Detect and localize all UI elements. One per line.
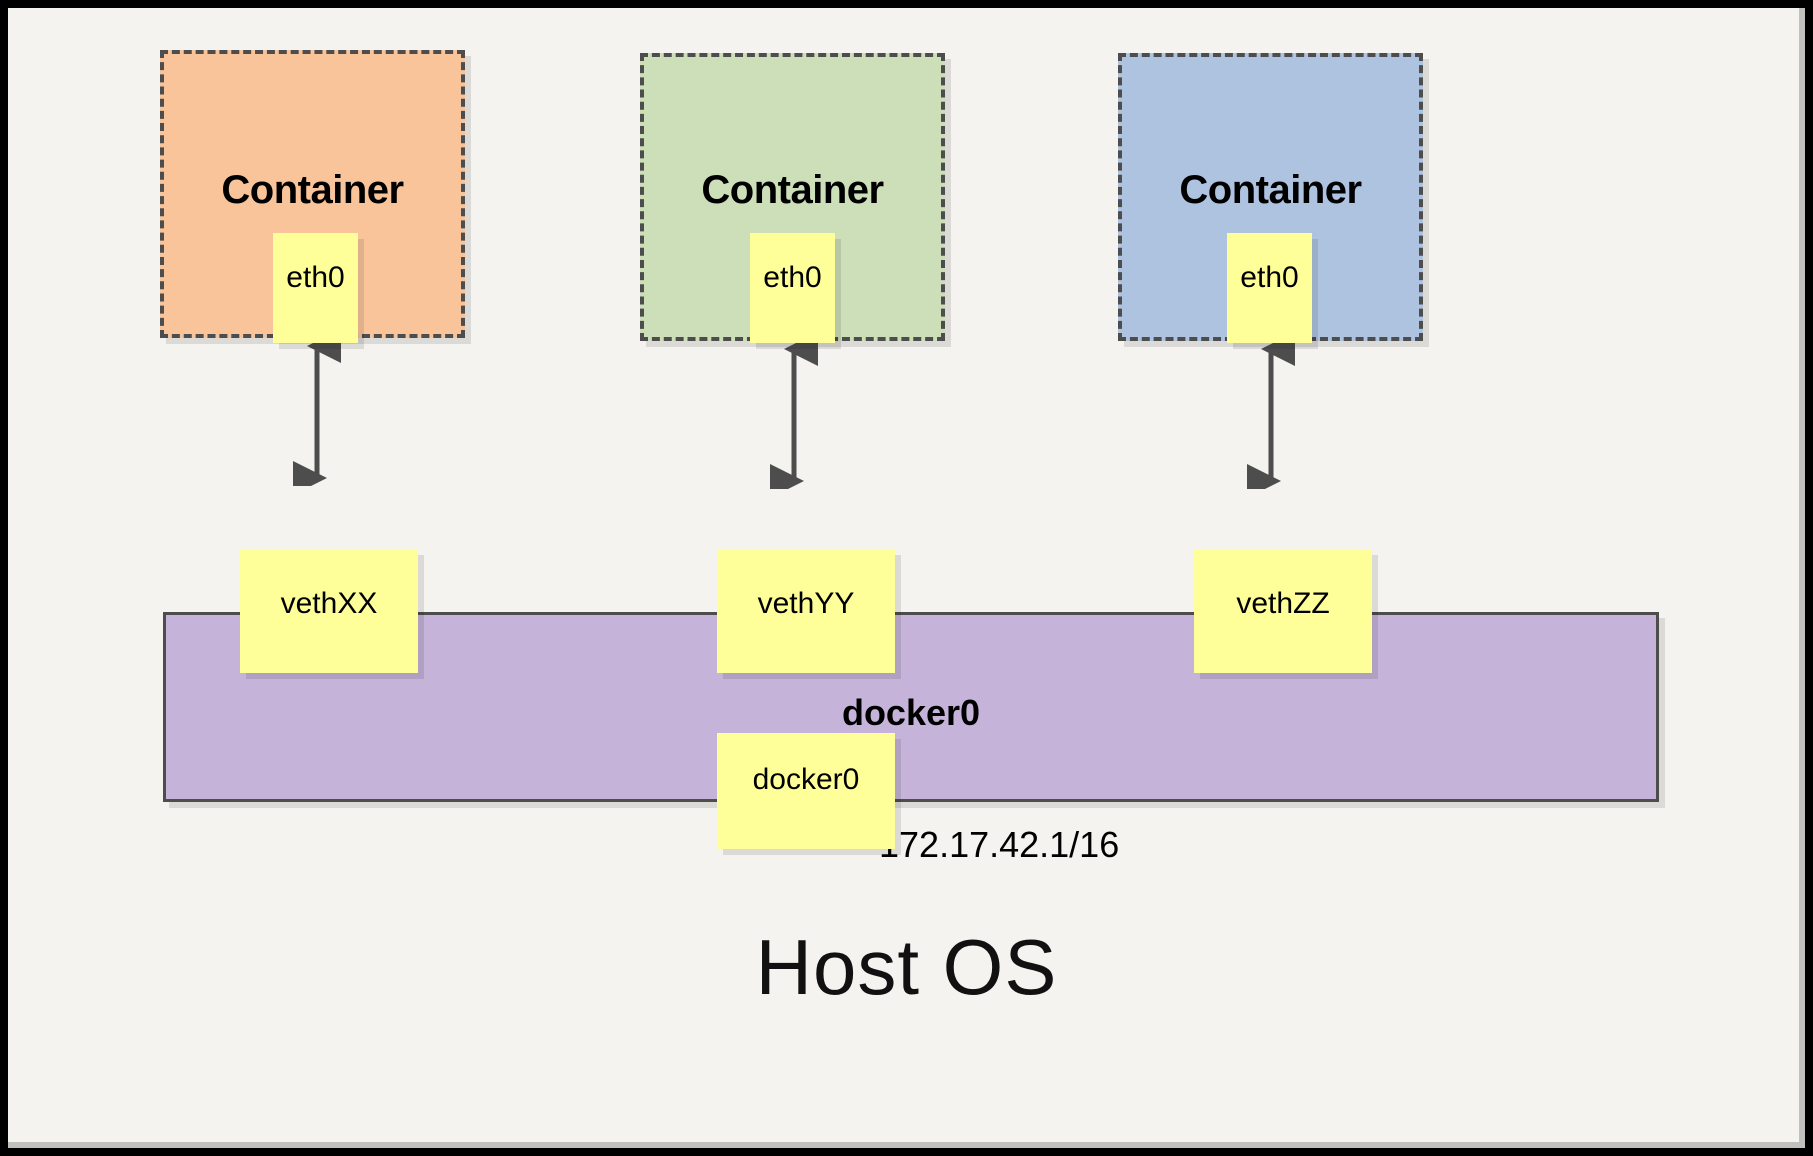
veth-chip-2: vethYY (717, 549, 895, 673)
veth-link-arrow-2 (770, 341, 818, 489)
diagram-page: Container eth0 Container eth0 Container … (8, 8, 1805, 1148)
bridge-ip-label: 172.17.42.1/16 (879, 824, 1120, 865)
docker0-bridge-label: docker0 (841, 692, 981, 733)
veth-link-arrow-1 (293, 338, 341, 486)
container-eth0-chip-2: eth0 (750, 233, 835, 343)
container-title-2: Container (701, 168, 884, 212)
veth-chip-3: vethZZ (1194, 549, 1372, 673)
container-eth0-chip-3: eth0 (1227, 233, 1312, 343)
docker0-interface-chip: docker0 (717, 733, 895, 849)
container-eth0-chip-1: eth0 (273, 233, 358, 343)
container-title-3: Container (1179, 168, 1362, 212)
veth-chip-1: vethXX (240, 549, 418, 673)
container-title-1: Container (221, 168, 404, 212)
host-os-label: Host OS (755, 923, 1058, 1011)
veth-link-arrow-3 (1247, 341, 1295, 489)
